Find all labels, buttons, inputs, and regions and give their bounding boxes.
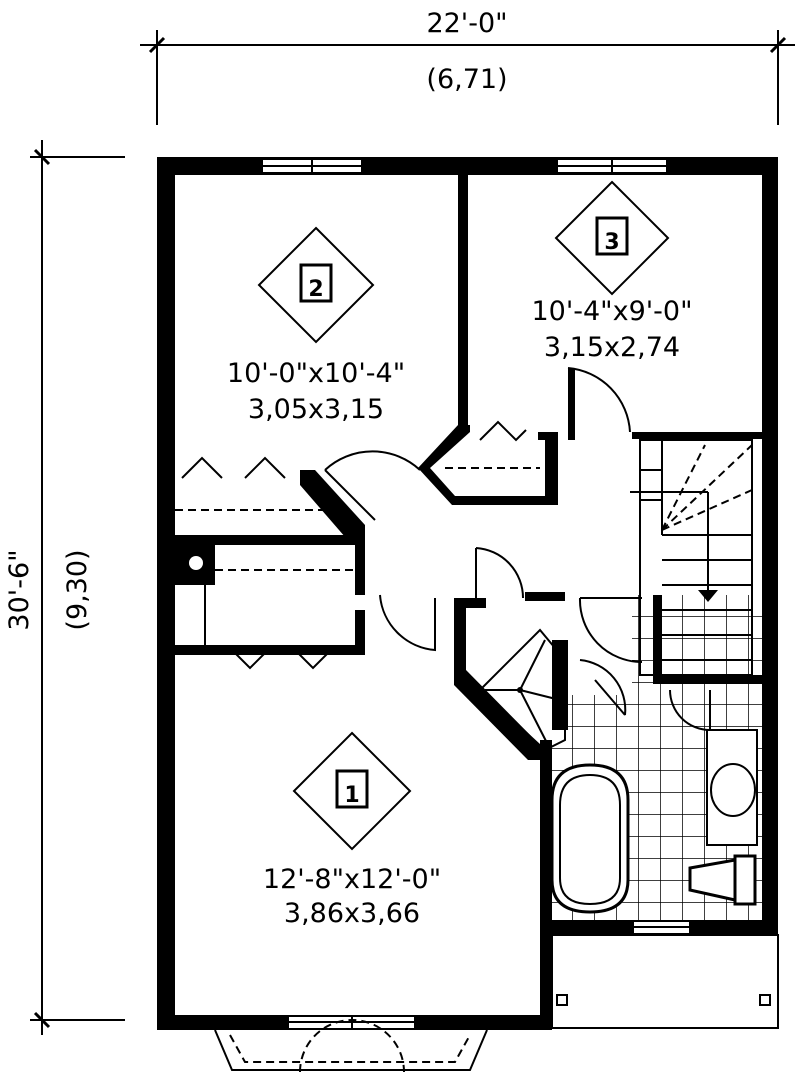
room-3-size-metric: 3,15x2,74 — [544, 332, 680, 363]
stair-direction-arrow-icon — [698, 590, 718, 602]
windows — [261, 158, 691, 1030]
width-imperial-label: 22'-0" — [426, 8, 507, 39]
depth-metric-label: (9,30) — [62, 549, 93, 630]
chimney-flue — [189, 556, 203, 570]
room-2-number: 2 — [308, 277, 323, 302]
depth-imperial-label: 30'-6" — [4, 549, 35, 630]
room-3-number: 3 — [604, 230, 619, 255]
closets — [175, 420, 540, 670]
width-metric-label: (6,71) — [426, 64, 507, 95]
interior-walls — [175, 175, 762, 760]
balcony — [551, 934, 779, 1029]
room-1-size-metric: 3,86x3,66 — [284, 898, 420, 929]
room-2-size-imperial: 10'-0"x10'-4" — [227, 358, 405, 389]
bathroom-fixtures — [550, 729, 758, 914]
stairs — [630, 439, 753, 676]
room-1-size-imperial: 12'-8"x12'-0" — [263, 864, 441, 895]
room-2-size-metric: 3,05x3,15 — [248, 394, 384, 425]
bay-window — [214, 1029, 488, 1071]
depth-dimension: 30'-6" (9,30) — [4, 140, 125, 1035]
room-3-label: 3 10'-4"x9'-0" 3,15x2,74 — [531, 180, 693, 363]
room-1-label: 1 12'-8"x12'-0" 3,86x3,66 — [263, 731, 441, 929]
doors — [324, 367, 711, 732]
bathtub — [550, 763, 630, 914]
room-2-label: 2 10'-0"x10'-4" 3,05x3,15 — [227, 226, 405, 425]
width-dimension: 22'-0" (6,71) — [140, 8, 795, 125]
sink — [710, 763, 756, 817]
room-3-size-imperial: 10'-4"x9'-0" — [531, 296, 692, 327]
room-1-number: 1 — [344, 783, 359, 808]
linen-closet — [478, 628, 566, 752]
